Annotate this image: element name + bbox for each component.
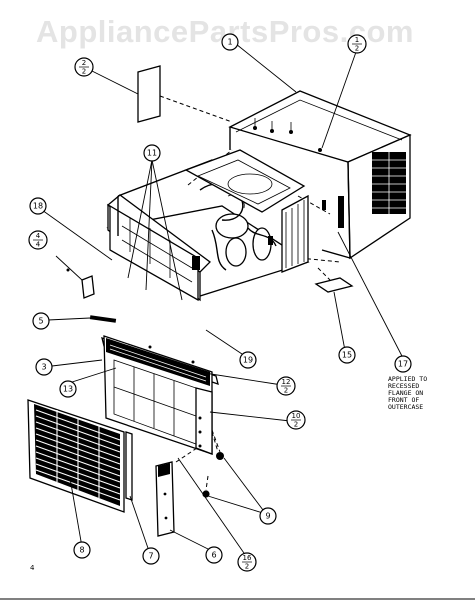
callout-18: 18: [29, 197, 47, 215]
callout-16-2: 16 2: [237, 552, 257, 572]
svg-text:10: 10: [292, 412, 301, 420]
svg-text:2: 2: [82, 68, 86, 76]
panel-top-louver: [106, 338, 210, 386]
svg-text:2: 2: [355, 45, 359, 53]
svg-text:2: 2: [284, 387, 288, 395]
callout-15: 15: [338, 346, 356, 364]
callout-11: 11: [143, 144, 161, 162]
svg-text:2: 2: [245, 563, 249, 571]
svg-text:17: 17: [398, 360, 408, 369]
callout-3: 3: [35, 358, 53, 376]
svg-text:8: 8: [79, 546, 84, 555]
svg-text:15: 15: [342, 351, 352, 360]
control-strip-part: [155, 445, 201, 537]
svg-text:6: 6: [211, 551, 216, 560]
intake-grille-part: [27, 399, 125, 513]
svg-text:1: 1: [355, 36, 359, 44]
small-bracket-part: [55, 255, 95, 299]
callout-7: 7: [142, 547, 160, 565]
svg-text:3: 3: [41, 363, 46, 372]
svg-text:1: 1: [227, 38, 232, 47]
filter-part: [125, 431, 133, 501]
svg-text:13: 13: [63, 385, 73, 394]
note-line-3: FLANGE ON: [388, 389, 423, 397]
callout-13: 13: [59, 380, 77, 398]
svg-text:19: 19: [243, 356, 253, 365]
svg-text:2: 2: [294, 421, 298, 429]
svg-text:16: 16: [243, 554, 252, 562]
callout-1: 1: [221, 33, 239, 51]
label-sheet-part: [137, 65, 233, 123]
callout-10-2: 10 2: [286, 410, 306, 430]
case-louvers: [372, 152, 406, 214]
bracket-part: [314, 267, 354, 293]
svg-text:4: 4: [36, 241, 41, 249]
callout-1-2-top: 1 2: [347, 34, 367, 54]
callout-17: 17: [394, 355, 412, 373]
svg-text:9: 9: [265, 512, 270, 521]
callout-5: 5: [32, 312, 50, 330]
svg-text:18: 18: [33, 202, 43, 211]
application-note: APPLIED TO RECESSED FLANGE ON FRONT OF O…: [388, 375, 427, 411]
svg-text:4: 4: [36, 232, 41, 240]
svg-text:2: 2: [82, 59, 86, 67]
page-number: 4: [30, 564, 35, 572]
case-screws: [253, 118, 322, 152]
svg-text:5: 5: [38, 317, 43, 326]
front-panel-part: [101, 335, 221, 455]
callout-12-2: 12 2: [276, 376, 296, 396]
note-line-4: FRONT OF: [388, 396, 419, 404]
chassis-assembly: [106, 149, 310, 302]
callout-8: 8: [73, 541, 91, 559]
note-line-2: RECESSED: [388, 382, 419, 390]
note-line-5: OUTERCASE: [388, 403, 423, 411]
callout-2-2: 2 2: [74, 57, 94, 77]
outer-case-part: [187, 90, 412, 263]
svg-text:12: 12: [282, 378, 291, 386]
filter-rod-part: [89, 315, 117, 323]
callout-4-4: 4 4: [28, 230, 48, 250]
note-line-1: APPLIED TO: [388, 375, 427, 383]
callout-6: 6: [205, 546, 223, 564]
callout-9: 9: [259, 507, 277, 525]
svg-text:7: 7: [148, 552, 153, 561]
leader-lines: [41, 43, 405, 557]
svg-text:11: 11: [147, 149, 157, 158]
callout-19: 19: [239, 351, 257, 369]
